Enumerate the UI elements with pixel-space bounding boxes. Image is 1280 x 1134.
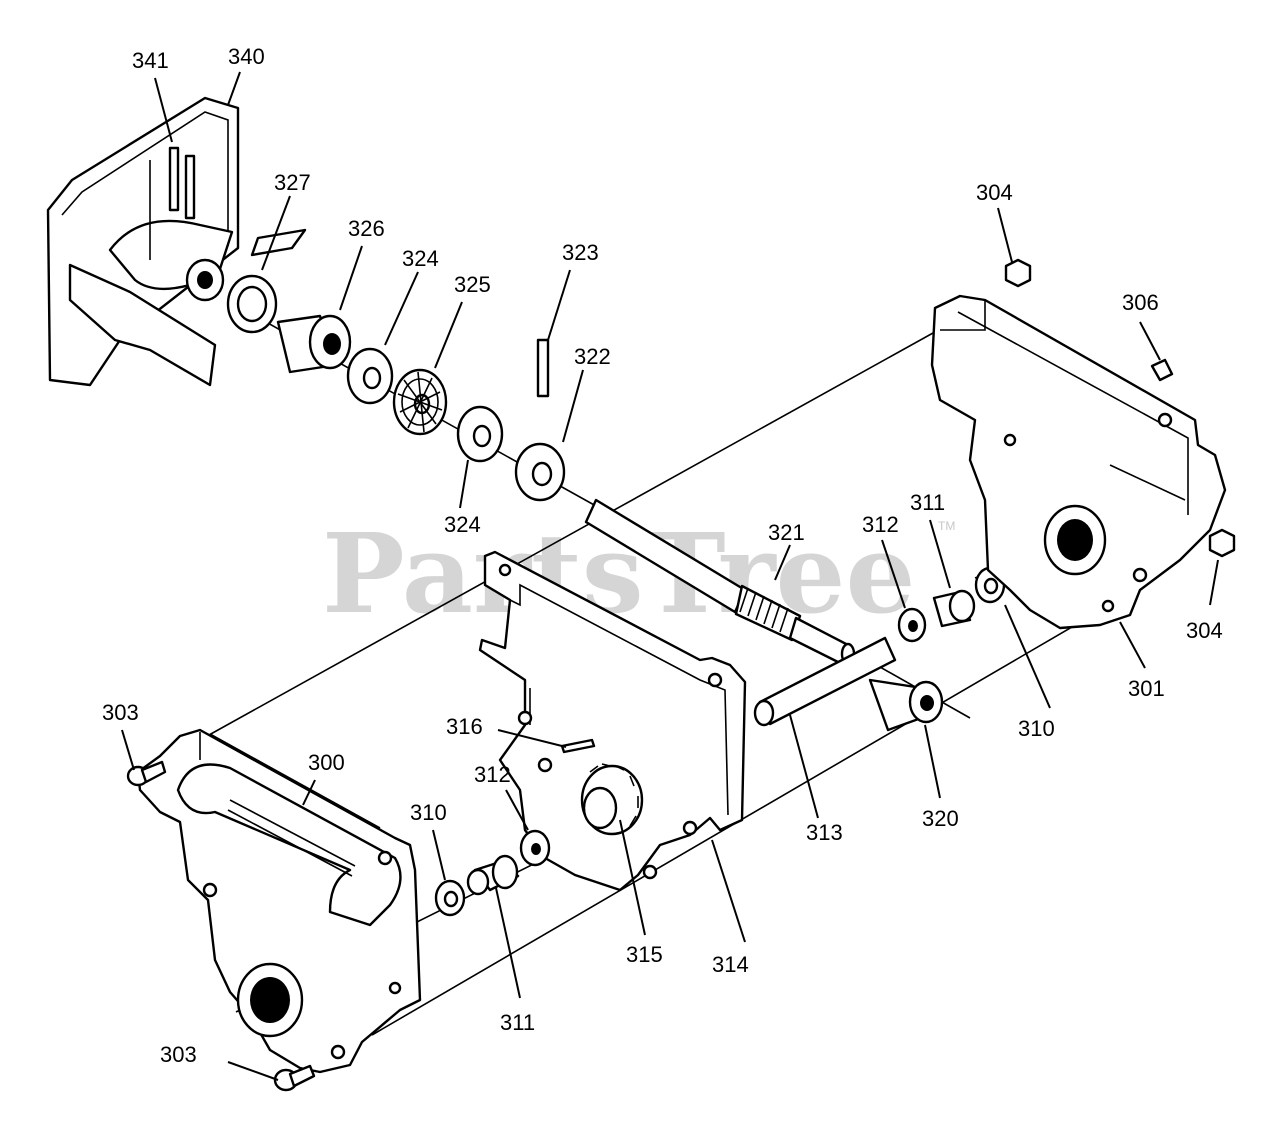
callout-310-right: 310	[1018, 716, 1055, 741]
part-312-washer-right	[897, 607, 927, 643]
callout-312-right: 312	[862, 512, 899, 537]
callout-301: 301	[1128, 676, 1165, 701]
part-326-bushing	[276, 314, 352, 374]
part-311-bearing-right	[932, 589, 976, 628]
part-325-thrust-bearing	[392, 368, 448, 436]
callout-322: 322	[574, 344, 611, 369]
part-300-left-gear-housing	[136, 728, 422, 1074]
part-314-frame-plate	[478, 550, 747, 892]
part-322-collar	[514, 442, 566, 502]
callout-324-upper: 324	[402, 246, 439, 271]
part-312-washer-left	[519, 829, 551, 867]
part-304-nut-right	[1208, 528, 1236, 558]
callout-306: 306	[1122, 290, 1159, 315]
part-301-right-gear-housing	[930, 294, 1227, 630]
callout-312-left: 312	[474, 762, 511, 787]
callout-321: 321	[768, 520, 805, 545]
part-303-bolt-upper	[126, 760, 167, 787]
callout-304-right: 304	[1186, 618, 1223, 643]
callout-315: 315	[626, 942, 663, 967]
callout-314: 314	[712, 952, 749, 977]
part-310-washer-left	[434, 879, 466, 917]
callout-326: 326	[348, 216, 385, 241]
callout-316: 316	[446, 714, 483, 739]
part-315-worm-gear	[580, 763, 644, 836]
part-321-worm-shaft	[584, 498, 856, 666]
part-306-grease-fitting	[1150, 358, 1174, 382]
callout-313: 313	[806, 820, 843, 845]
callout-300: 300	[308, 750, 345, 775]
callout-320: 320	[922, 806, 959, 831]
part-316-key	[560, 738, 596, 754]
callout-labels: 341 340 327 326 324 325 323 322 324 304 …	[102, 44, 1223, 1067]
callout-304-upper: 304	[976, 180, 1013, 205]
part-340-chute-bracket	[46, 96, 307, 387]
part-324-washer-lower	[456, 405, 504, 463]
watermark-trademark: TM	[938, 519, 955, 533]
part-304-nut-upper	[1004, 258, 1032, 288]
part-327-washer	[226, 274, 278, 334]
leader-lines	[121, 71, 1219, 1081]
part-313-spacer	[753, 636, 897, 727]
part-303-bolt-lower	[273, 1064, 316, 1092]
callout-311-left: 311	[500, 1010, 535, 1035]
part-320-bushing	[868, 678, 944, 732]
callout-311-right: 311	[910, 490, 945, 515]
callout-327: 327	[274, 170, 311, 195]
callout-341: 341	[132, 48, 169, 73]
callout-310-left: 310	[410, 800, 447, 825]
callout-303-upper: 303	[102, 700, 139, 725]
callout-324-lower: 324	[444, 512, 481, 537]
part-311-bearing-left	[466, 854, 520, 896]
callout-303-lower: 303	[160, 1042, 197, 1067]
callout-323: 323	[562, 240, 599, 265]
callout-340: 340	[228, 44, 265, 69]
part-323-roll-pin	[536, 338, 550, 398]
part-324-washer-upper	[346, 347, 394, 405]
callout-325: 325	[454, 272, 491, 297]
